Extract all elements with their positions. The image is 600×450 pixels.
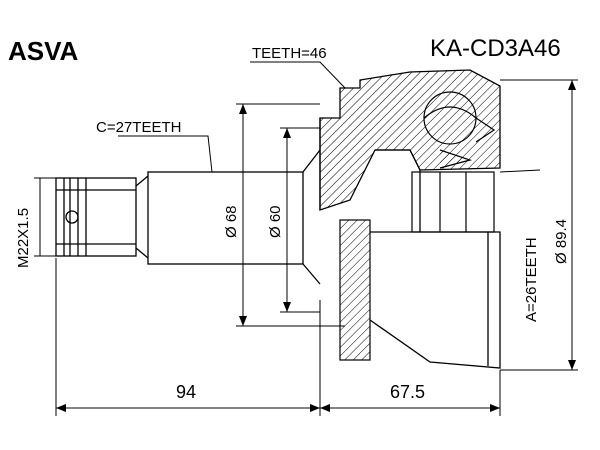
brand-logo-text: ASVA [8,36,79,66]
outer-housing [319,69,501,232]
dimension-arrows [56,80,576,412]
ball-cage [411,91,496,233]
dimension-lines [34,61,578,416]
part-number: KA-CD3A46 [430,35,561,62]
thread-label: M22X1.5 [15,208,32,268]
teeth-label: TEETH=46 [252,45,327,62]
length-67-label: 67.5 [390,382,425,402]
length-94-label: 94 [176,382,196,402]
dia-89-label: Ø 89.4 [553,219,570,264]
shaft-body [147,149,321,285]
dia-68-label: Ø 68 [223,205,240,238]
dia-60-label: Ø 60 [267,205,284,238]
c-teeth-label: C=27TEETH [96,119,181,136]
abs-ring [339,219,371,361]
thread-stub [55,175,149,259]
a-teeth-label: A=26TEETH [523,237,540,322]
lower-housing [369,231,501,369]
